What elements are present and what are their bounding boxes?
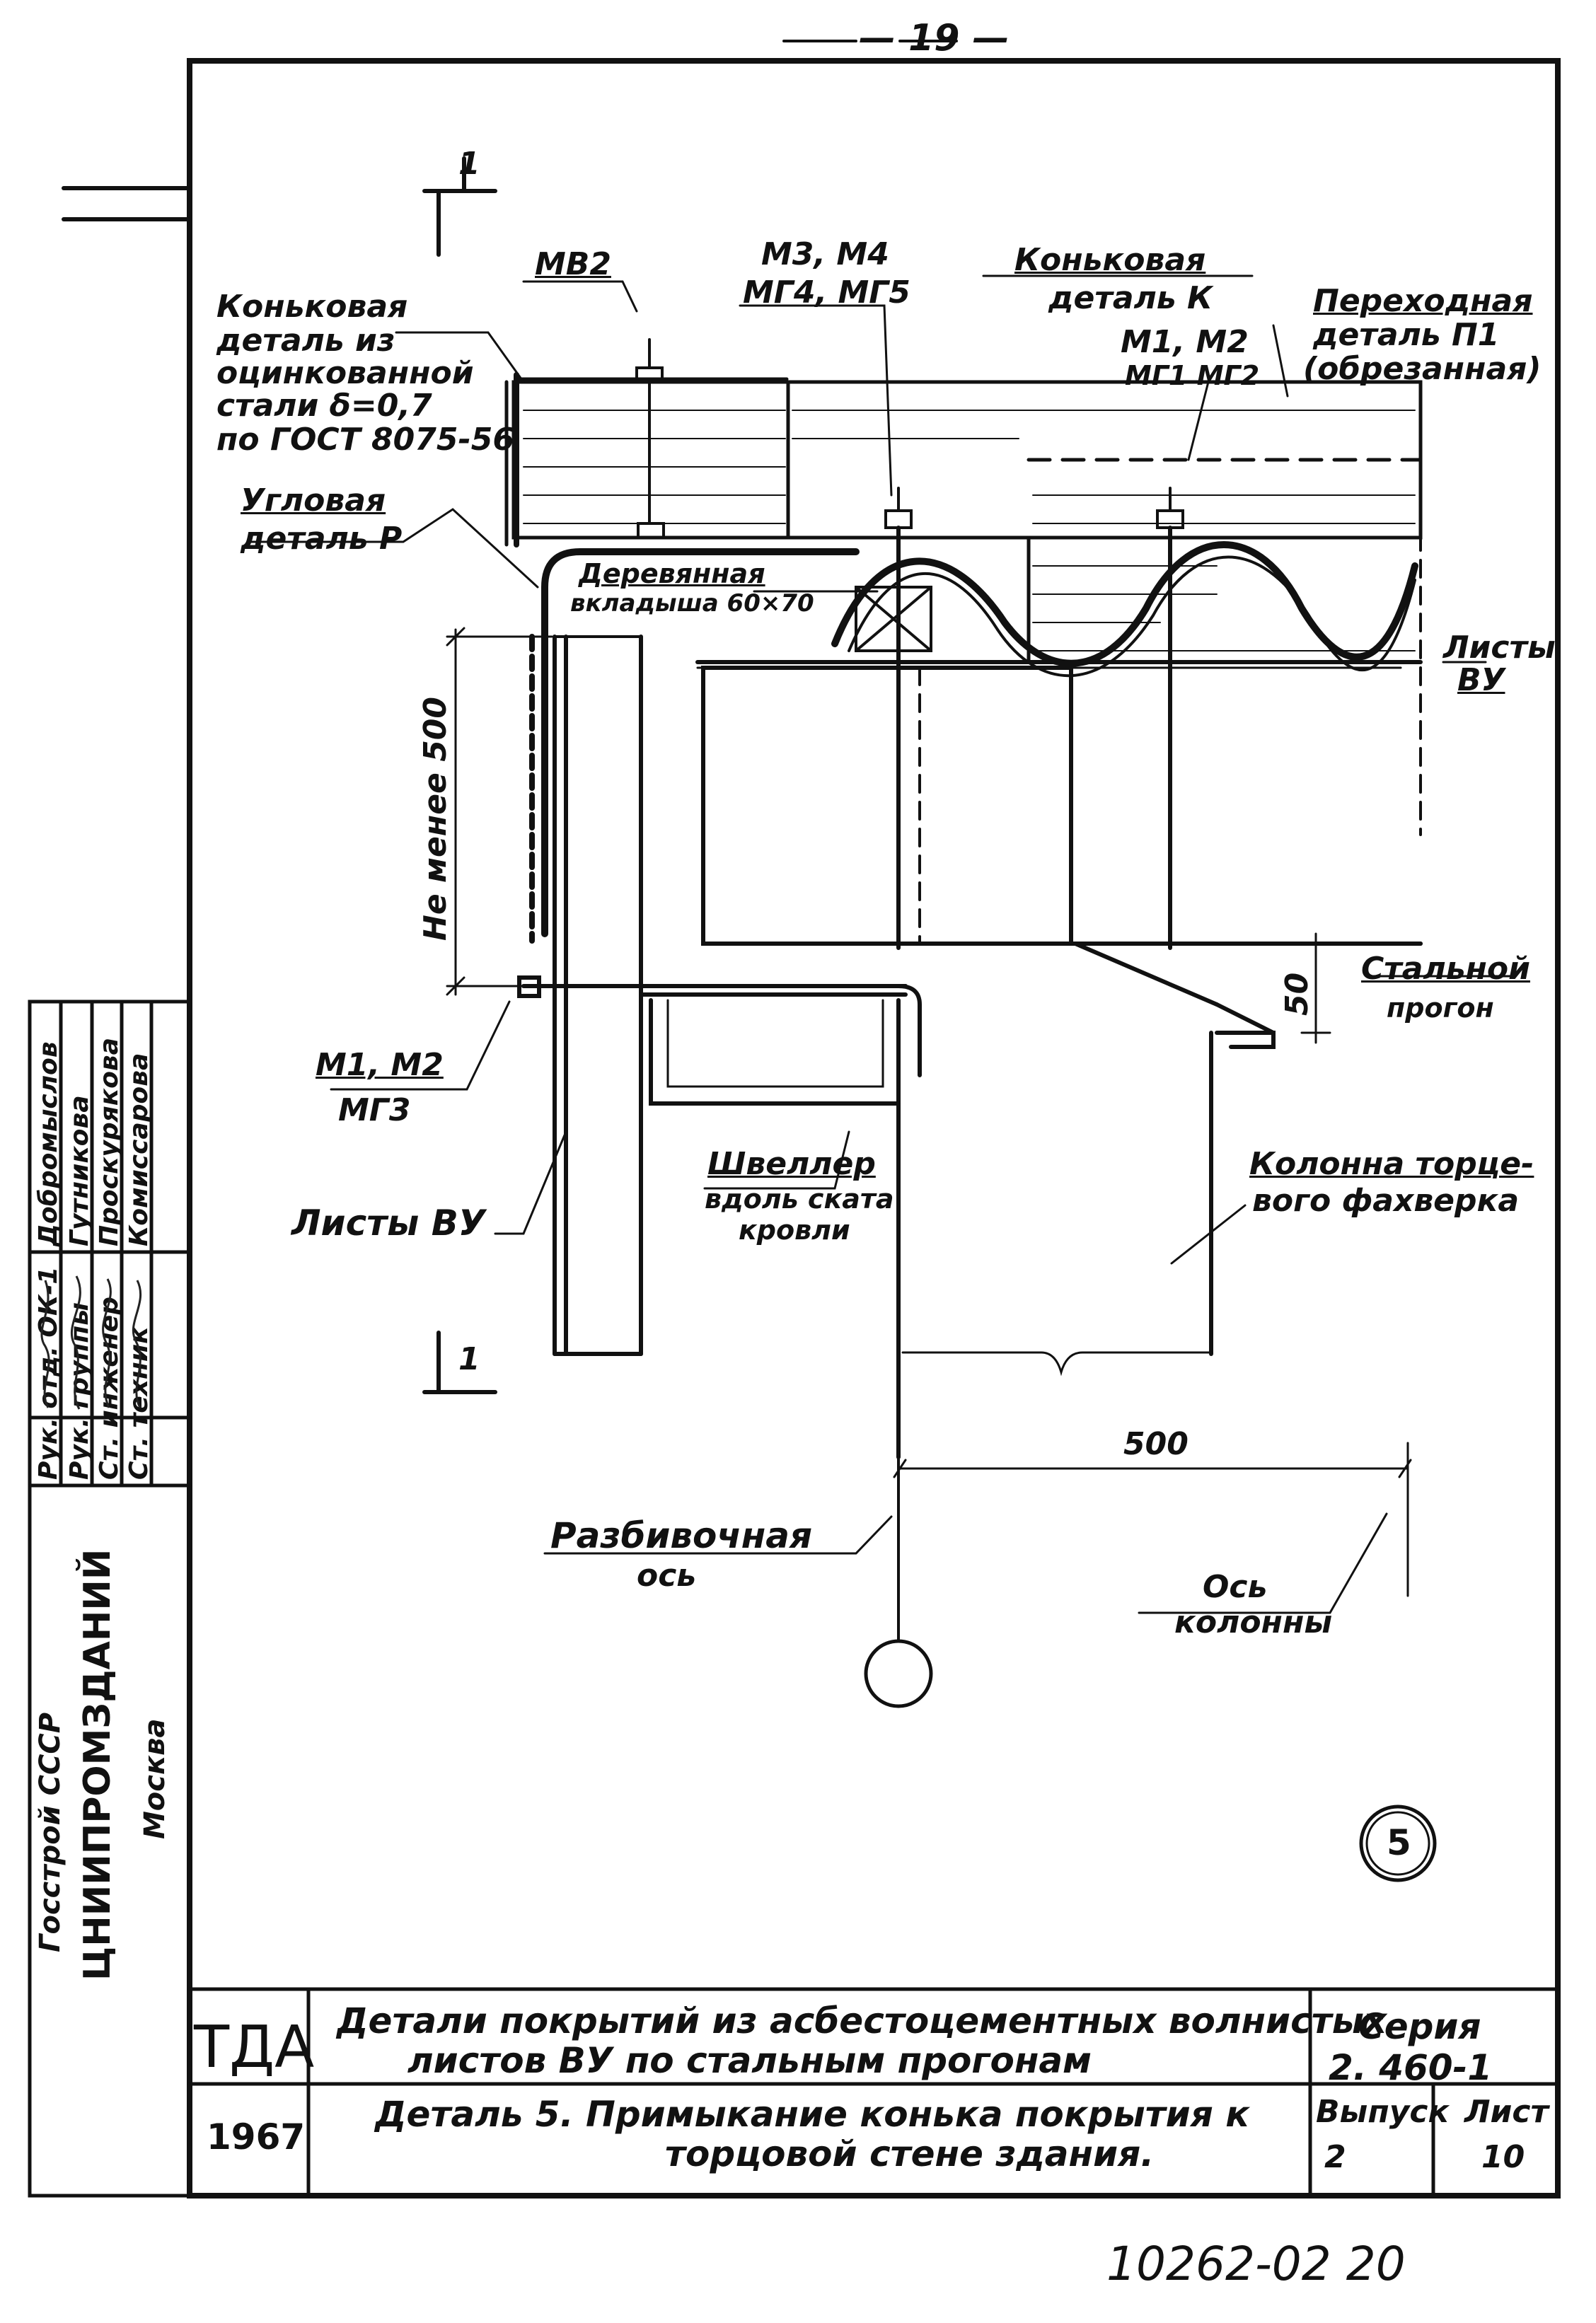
detail-number: 5 (1387, 1822, 1411, 1863)
corrugated-sheet (831, 541, 1418, 667)
stamp-name: Добромыслов (34, 1041, 63, 1246)
label-transition: (обрезанная) (1303, 351, 1542, 387)
label-sheets-vu-right: Листы (1443, 630, 1556, 666)
wall-sheets (529, 634, 643, 1356)
label-ridge-galvanized: по ГОСТ 8075-56 (216, 422, 514, 458)
label-corner: Угловая (241, 482, 386, 519)
signatures (40, 1275, 142, 1410)
sheet-label: Лист (1464, 2094, 1549, 2130)
section-mark-bottom (422, 1331, 497, 1394)
stamp-org: ЦНИИПРОМЗДАНИЙ (76, 1548, 119, 1981)
label-m1-m2-top: М1, М2 (1121, 324, 1249, 360)
label-channel: кровли (739, 1215, 850, 1246)
label-mb2: МВ2 (535, 246, 611, 282)
stamp-name: Гутникова (65, 1095, 94, 1246)
archive-number: 10262-02 20 (1106, 2237, 1406, 2291)
label-transition: Переходная (1313, 283, 1533, 319)
ridge-hatching (523, 410, 1416, 651)
label-ridge-k: деталь К (1048, 280, 1213, 316)
subtitle-line: Деталь 5. Примыкание конька покрытия к (375, 2094, 1250, 2135)
label-layout-axis: ось (637, 1558, 697, 1594)
corner-piece (541, 548, 860, 937)
hook-bolt (517, 975, 922, 1077)
label-ridge-galvanized: Коньковая (216, 289, 408, 325)
label-column: вого фахверка (1252, 1183, 1520, 1219)
label-ridge-galvanized: стали δ=0,7 (216, 388, 432, 424)
label-ridge-k: Коньковая (1014, 242, 1206, 278)
label-m1-m2-left: М1, М2 (316, 1047, 444, 1083)
title-block-lines (187, 1987, 1560, 2198)
label-corner: деталь Р (241, 521, 403, 557)
label-column: Колонна торце- (1249, 1146, 1534, 1182)
section-mark-top-label: 1 (458, 146, 480, 182)
stamp-name: Комиссарова (125, 1053, 154, 1246)
sheet-value: 10 (1481, 2139, 1525, 2175)
label-m3-m4: М3, М4 (761, 236, 889, 272)
left-stamp-lines (28, 1000, 192, 2198)
wooden-insert (855, 586, 932, 652)
leader-lines (246, 274, 1515, 1614)
label-min-500: Не менее 500 (417, 696, 453, 941)
section-mark-bottom-label: 1 (458, 1341, 480, 1377)
label-wooden-insert: вкладыша 60×70 (570, 589, 814, 618)
label-wooden-insert: Деревянная (579, 558, 765, 589)
bolt (884, 487, 913, 950)
logo-tda: ТДА (194, 2014, 315, 2081)
stamp-org: Госстрой СССР (34, 1712, 66, 1952)
series-label: Серия (1358, 2006, 1481, 2047)
series-value: 2. 460-1 (1329, 2047, 1493, 2088)
bolt (635, 338, 665, 539)
stamp-year: 1967 (207, 2116, 306, 2157)
detail-marker (1359, 1804, 1437, 1882)
title-line: Детали покрытий из асбестоцементных волн… (337, 2000, 1387, 2041)
issue-value: 2 (1324, 2139, 1346, 2175)
axis-marker (864, 1639, 933, 1708)
label-mg1-mg2: МГ1 МГ2 (1125, 360, 1260, 391)
label-ridge-galvanized: оцинкованной (216, 355, 474, 391)
section-mark-top (422, 156, 497, 257)
label-steel-purlin: прогон (1387, 992, 1494, 1024)
ridge-galvanized-piece (504, 372, 1423, 664)
issue-label: Выпуск (1316, 2094, 1450, 2130)
subtitle-line: торцовой стене здания. (665, 2133, 1155, 2174)
label-mg4-mg5: МГ4, МГ5 (743, 274, 910, 311)
label-dim-50: 50 (1279, 972, 1315, 1016)
dimension-horizontal (893, 1351, 1412, 1597)
steel-purlin (695, 451, 1423, 1035)
channel (639, 992, 908, 1106)
label-ridge-galvanized: деталь из (216, 323, 395, 359)
label-mg3: МГ3 (338, 1092, 411, 1128)
page-number: — 19 — (859, 17, 1010, 59)
label-dim-500: 500 (1123, 1426, 1189, 1462)
title-line: листов ВУ по стальным прогонам (407, 2040, 1092, 2081)
label-layout-axis: Разбивочная (550, 1515, 813, 1556)
label-column-axis: колонны (1174, 1604, 1333, 1640)
label-transition: деталь П1 (1313, 317, 1500, 353)
column (896, 1031, 1276, 1459)
label-channel: вдоль ската (705, 1183, 894, 1215)
bolt (1156, 487, 1184, 950)
label-column-axis: Ось (1203, 1569, 1268, 1605)
stamp-name: Проскурякова (95, 1038, 124, 1246)
stamp-org: Москва (139, 1718, 171, 1839)
label-sheets-vu-left: Листы ВУ (291, 1203, 486, 1244)
dimension-vertical (446, 627, 553, 996)
dimension-50 (1300, 932, 1331, 1044)
label-sheets-vu-right: ВУ (1457, 662, 1505, 698)
label-channel: Швеллер (707, 1146, 876, 1182)
label-steel-purlin: Стальной (1361, 951, 1530, 987)
